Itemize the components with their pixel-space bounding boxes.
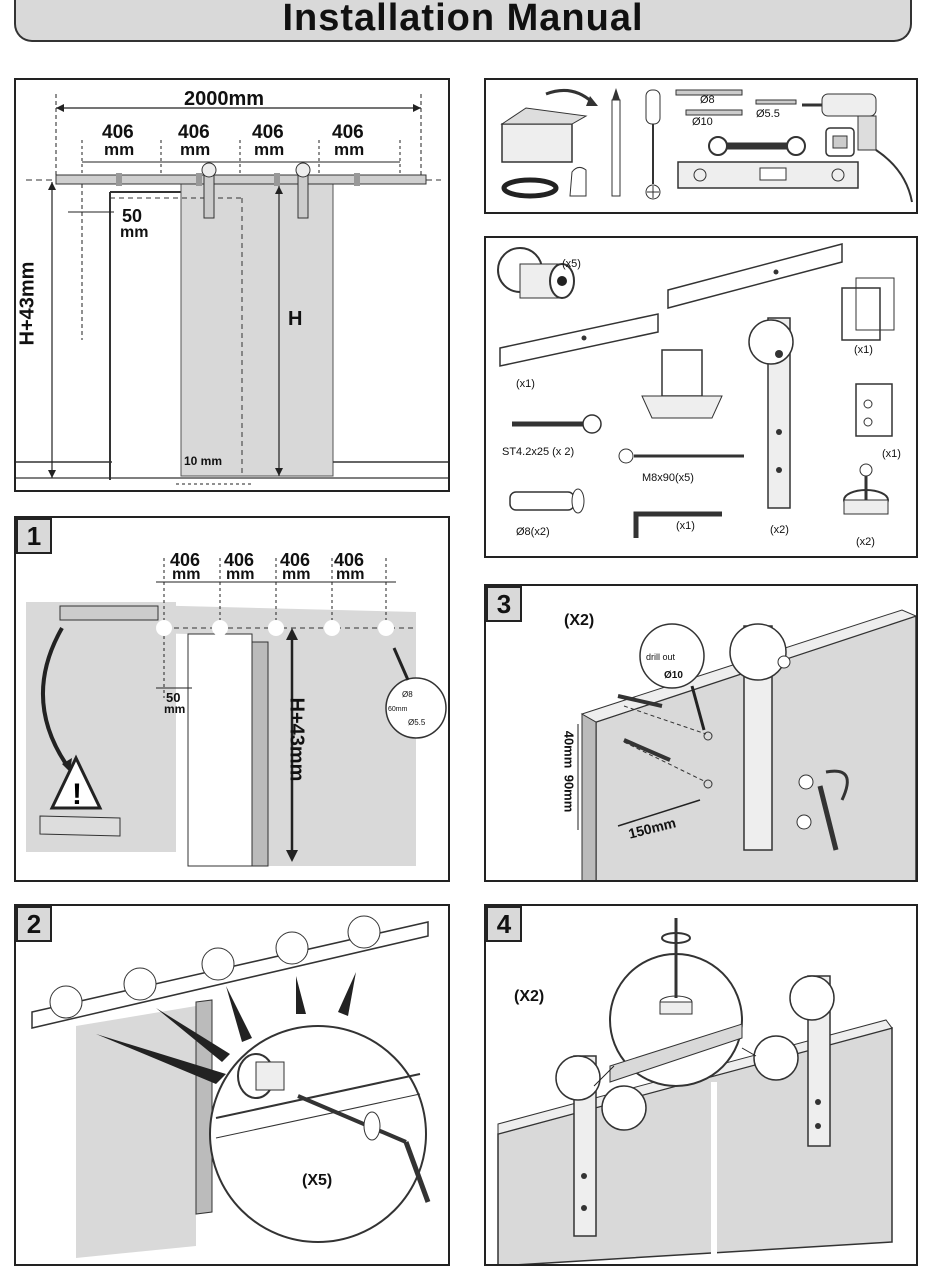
step-1-drawing: ! xyxy=(26,558,447,867)
stopper-bracket-icon xyxy=(841,277,895,341)
step-4-qty: (X2) xyxy=(514,988,545,1005)
hex-key-icon xyxy=(633,511,722,538)
drill-inset-circle xyxy=(385,677,447,739)
page-title: Installation Manual xyxy=(282,0,644,39)
drill-bits-icon xyxy=(675,89,797,116)
drill-bit-label-3: Ø5.5 xyxy=(756,108,780,120)
dimension-drawing xyxy=(16,80,448,490)
step-3-inset-1: drill out xyxy=(646,652,676,662)
parts-drawing xyxy=(497,243,895,538)
step-3-number: 3 xyxy=(486,586,522,622)
spacing-unit-1: mm xyxy=(104,140,135,159)
step-3-inset-2: Ø10 xyxy=(664,670,683,681)
step-1-panel: ! 1 406 mm 406 mm 406 mm 406 mm 50 mm H+… xyxy=(14,516,450,882)
stopper-qty: (x1) xyxy=(882,448,901,460)
spacing-label-1: 406 xyxy=(102,122,134,143)
step-1-spacing-unit-1: mm xyxy=(172,566,201,583)
wrench-icon xyxy=(817,785,839,851)
step-3-panel: 3 (X2) 40mm 90mm 150mm drill out Ø10 xyxy=(484,584,918,882)
step-4-number: 4 xyxy=(486,906,522,942)
rail-qty: (x1) xyxy=(516,378,535,390)
step-1-inset-3: 60mm xyxy=(388,706,408,713)
hanger-qty: (x2) xyxy=(770,524,789,536)
tools-drawing xyxy=(500,88,913,203)
step-1-inset-1: Ø8 xyxy=(402,690,413,699)
step-2-drawing xyxy=(16,906,448,1264)
step-1-inset-2: Ø5.5 xyxy=(408,718,426,727)
tools-panel: Ø8 Ø10 Ø5.5 xyxy=(484,78,918,214)
step-3-dim-2: 90mm xyxy=(561,774,577,813)
drill-bit-label-2: Ø10 xyxy=(692,116,713,128)
step-2-number: 2 xyxy=(16,906,52,942)
detail-circle xyxy=(209,1025,427,1243)
warning-icon xyxy=(49,754,103,810)
spacing-label-2: 406 xyxy=(178,122,210,143)
total-width-label: 2000mm xyxy=(184,88,265,110)
toolbox-icon xyxy=(500,88,598,199)
roller-stop-qty: (x2) xyxy=(856,536,875,548)
anchor-label: Ø8(x2) xyxy=(516,526,550,538)
step-1-spacing-unit-4: mm xyxy=(336,566,365,583)
step-1-spacing-3: 406 xyxy=(280,550,311,570)
rail-icon xyxy=(499,243,843,367)
step-2-qty: (X5) xyxy=(302,1172,333,1189)
spacing-unit-2: mm xyxy=(180,140,211,159)
bolt-icon xyxy=(618,448,744,464)
door-height-label: H xyxy=(288,308,303,330)
dimension-diagram-panel: 2000mm 406 mm 406 mm 406 mm 406 mm 50 mm… xyxy=(14,78,450,492)
spacer-icon xyxy=(497,247,575,299)
offset-unit: mm xyxy=(120,224,149,241)
offset-label: 50 xyxy=(122,206,143,226)
hanger-icon xyxy=(748,317,794,509)
roller-stopper-icon xyxy=(843,463,889,515)
drill-inset-circle xyxy=(639,623,705,689)
step-2-panel: 2 (X5) xyxy=(14,904,450,1266)
screw-icon xyxy=(512,414,602,434)
step-1-spacing-unit-2: mm xyxy=(226,566,255,583)
bolt-label: M8x90(x5) xyxy=(642,472,694,484)
wrench-icon xyxy=(403,1141,431,1203)
pencil-icon xyxy=(611,88,621,197)
wrench-qty: (x1) xyxy=(676,520,695,532)
step-4-panel: 4 (X2) xyxy=(484,904,918,1266)
spacing-label-4: 406 xyxy=(332,122,364,143)
spacing-unit-4: mm xyxy=(334,140,365,159)
step-3-qty: (X2) xyxy=(564,612,595,629)
parts-panel: (x5) (x1) (x1) (x1) ST4.2x25 (x 2) M8x90… xyxy=(484,236,918,558)
step-1-height-label: H+43mm xyxy=(285,697,308,782)
wall-anchor-icon xyxy=(509,488,585,514)
screwdriver-icon xyxy=(645,89,661,200)
spacing-label-3: 406 xyxy=(252,122,284,143)
step-3-drawing xyxy=(577,609,916,880)
step-1-spacing-unit-3: mm xyxy=(282,566,311,583)
step-1-number: 1 xyxy=(16,518,52,554)
step-1-offset-unit: mm xyxy=(164,702,186,716)
step-1-spacing-2: 406 xyxy=(224,550,255,570)
title-bar: Installation Manual xyxy=(14,0,912,42)
floor-guide-icon xyxy=(641,349,723,419)
spacing-unit-3: mm xyxy=(254,140,285,159)
step-4-drawing xyxy=(497,918,893,1264)
spacer-qty: (x5) xyxy=(562,258,581,270)
anti-jump-bracket-icon xyxy=(855,383,893,437)
power-drill-icon xyxy=(802,93,913,203)
height-label: H+43mm xyxy=(16,261,39,346)
level-icon xyxy=(677,161,859,189)
step-1-spacing-4: 406 xyxy=(334,550,365,570)
drill-bit-label-1: Ø8 xyxy=(700,94,715,106)
floor-gap-label: 10 mm xyxy=(184,454,223,468)
screw-label: ST4.2x25 (x 2) xyxy=(502,446,575,458)
svg-text:!: ! xyxy=(72,778,82,811)
tape-measure-icon xyxy=(825,127,855,157)
step-3-dim-1: 40mm xyxy=(561,730,577,769)
wrench-icon xyxy=(708,136,806,156)
guide-qty: (x1) xyxy=(854,344,873,356)
step-1-offset: 50 xyxy=(166,690,181,705)
step-1-spacing-1: 406 xyxy=(170,550,201,570)
